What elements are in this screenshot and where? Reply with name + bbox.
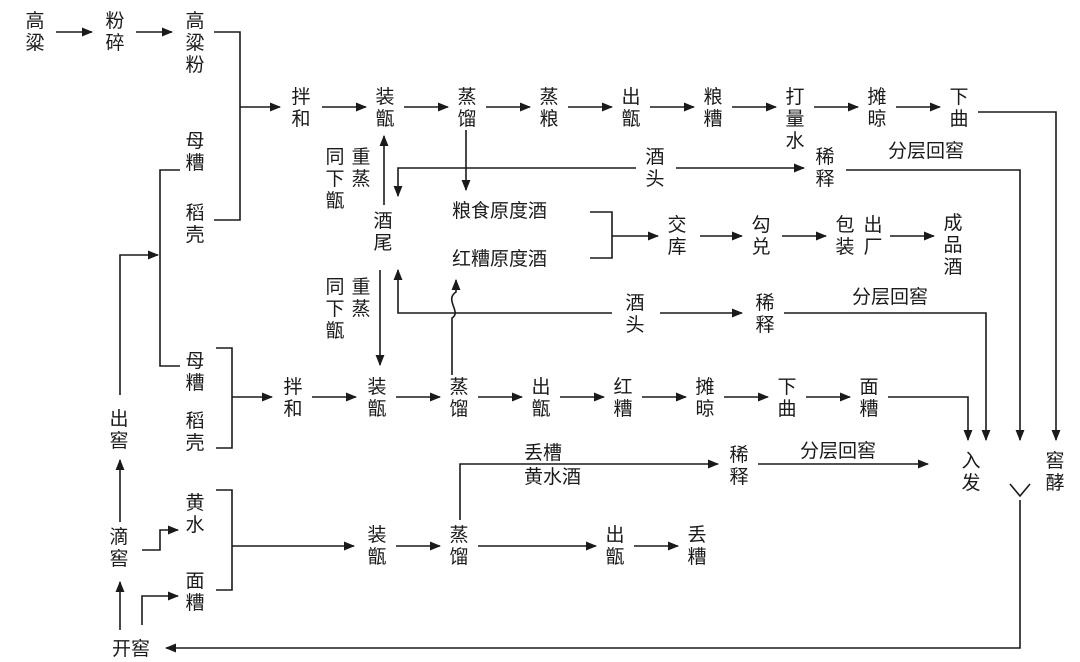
arrow-return-kaijiao [164, 500, 1021, 653]
node-tongxiazeng-2: 同下甑 [325, 276, 345, 342]
node-jiutou-2: 酒头 [625, 292, 645, 336]
node-chongzheng-1: 重蒸 [351, 146, 371, 190]
node-tanliang-1: 摊晾 [867, 86, 887, 130]
node-baozhuang: 包装 [835, 214, 855, 258]
node-xishi-3: 稀释 [729, 444, 749, 488]
node-dijiao: 滴窖 [109, 526, 129, 570]
node-mucao-1: 母糟 [185, 130, 205, 174]
node-zhuangzeng-3: 装甑 [367, 524, 387, 568]
node-hongcao: 红糟 [613, 376, 633, 420]
node-goudui: 勾兑 [751, 214, 771, 258]
node-zhuangzeng-2: 装甑 [367, 376, 387, 420]
node-chuzeng-3: 出甑 [605, 524, 625, 568]
node-tanliang-2: 摊晾 [695, 376, 715, 420]
arrow-zhengliu2-hongcaojiu [450, 278, 461, 375]
node-liangcao: 粮糟 [703, 86, 723, 130]
node-liangshi-yuandujiu: 粮食原度酒 [452, 200, 548, 222]
node-jiuwei: 酒尾 [373, 210, 393, 254]
node-banhe-1: 拌和 [291, 86, 311, 130]
arrow-chujiao-bracket [119, 250, 160, 395]
label-fenceng-1: 分层回窖 [888, 140, 965, 162]
node-zhengliu-2: 蒸馏 [449, 376, 469, 420]
node-rufa: 入发 [961, 450, 981, 494]
arrow-dijiao-huangshui [142, 525, 180, 551]
label-fenceng-3: 分层回窖 [800, 440, 877, 462]
node-gaoliang: 高粱 [25, 10, 45, 54]
arrow-to-jiuwei-bottom [393, 268, 612, 314]
node-daoke-1: 稻壳 [185, 202, 205, 246]
node-zhuangzeng-1: 装甑 [375, 86, 395, 130]
node-xishi-1: 稀释 [815, 146, 835, 190]
node-jiaoku: 交库 [667, 214, 687, 258]
arrow-kaijiao-miancao2 [141, 591, 180, 625]
node-diucao-huangshuijiu-line2: 黄水酒 [524, 466, 582, 488]
node-gaoliangfen: 高粱粉 [185, 10, 205, 76]
node-xishi-2: 稀释 [755, 292, 775, 336]
node-jiaojiao: 窖酵 [1045, 450, 1065, 494]
node-chuzeng-1: 出甑 [621, 86, 641, 130]
node-banhe-2: 拌和 [283, 376, 303, 420]
node-zhengliu-3: 蒸馏 [449, 524, 469, 568]
arrow-miancao1-rufa [888, 396, 973, 442]
merge-mark [1009, 483, 1031, 498]
node-chuzeng-2: 出甑 [531, 376, 551, 420]
node-hongcao-yuandujiu: 红糟原度酒 [452, 248, 548, 270]
bracket-mucao-group [159, 169, 180, 367]
bracket-to-zhuangzeng3 [216, 489, 233, 591]
node-miancao-1: 面糟 [859, 376, 879, 420]
node-diucao: 丢糟 [687, 524, 707, 568]
node-zhengliu-1: 蒸馏 [457, 86, 477, 130]
node-chengpinjiu: 成品酒 [943, 212, 963, 278]
node-kaijiao: 开窖 [112, 638, 151, 660]
node-diucao-huangshuijiu-line1: 丢槽 [524, 442, 563, 464]
bracket-to-banhe1 [214, 31, 241, 221]
node-huangshui: 黄水 [185, 492, 205, 536]
node-tongxiazeng-1: 同下甑 [325, 146, 345, 212]
arrow-to-jiuwei-top [393, 167, 636, 198]
node-mucao-2: 母糟 [185, 350, 205, 394]
node-zhengliang: 蒸粮 [539, 86, 559, 130]
node-xiaqu-1: 下曲 [949, 86, 969, 130]
node-chujiao: 出窖 [109, 408, 129, 452]
node-fensui: 粉碎 [105, 10, 125, 54]
bracket-to-jiaoku [590, 211, 613, 259]
node-daoke-2: 稻壳 [185, 410, 205, 454]
bracket-to-banhe2 [216, 347, 233, 449]
arrow-xiaqu1-jiaojiao [978, 111, 1061, 442]
label-fenceng-2: 分层回窖 [852, 286, 929, 308]
node-jiutou-1: 酒头 [645, 146, 665, 190]
node-miancao-2: 面糟 [185, 570, 205, 614]
node-daliangshui: 打量水 [785, 86, 805, 152]
node-xiaqu-2: 下曲 [777, 376, 797, 420]
node-chuchang: 出厂 [863, 214, 883, 258]
arrow-zhengliu3-diucao-huangshui [459, 463, 580, 520]
node-chongzheng-2: 重蒸 [351, 276, 371, 320]
arrow-xishi1-jiaojiao [846, 169, 1025, 442]
arrow-xishi2-rufa [784, 312, 991, 442]
